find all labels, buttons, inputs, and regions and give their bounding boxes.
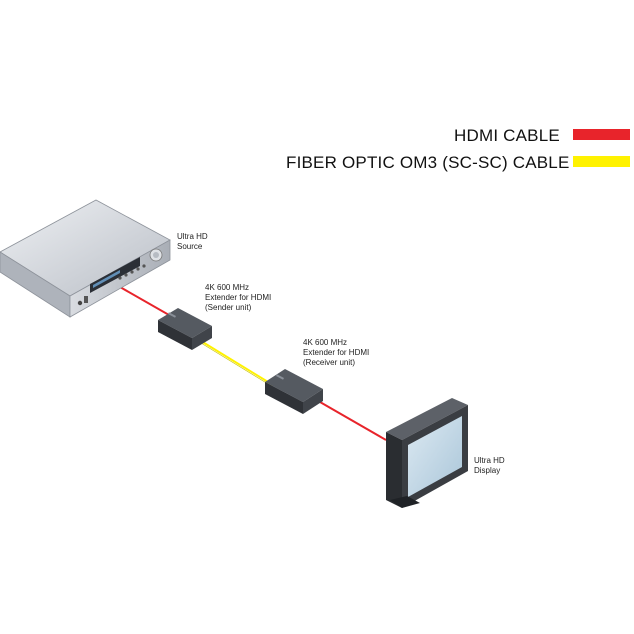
- receiver-extender-icon: [265, 369, 323, 414]
- legend-fiber-label: FIBER OPTIC OM3 (SC-SC) CABLE: [286, 153, 570, 172]
- legend-hdmi-swatch: [573, 129, 630, 140]
- sender-label: 4K 600 MHz Extender for HDMI (Sender uni…: [205, 283, 272, 312]
- sender-extender-icon: [158, 308, 212, 350]
- legend-fiber-swatch: [573, 156, 630, 167]
- source-label: Ultra HD Source: [177, 232, 208, 251]
- receiver-label: 4K 600 MHz Extender for HDMI (Receiver u…: [303, 338, 370, 367]
- display-label: Ultra HD Display: [474, 456, 505, 475]
- fiber-cable-sender-receiver: [200, 340, 274, 386]
- fiber-cable-sender-receiver-edge: [200, 342, 274, 388]
- legend-hdmi-label: HDMI CABLE: [454, 126, 560, 145]
- hdmi-cable-receiver-display: [319, 401, 387, 441]
- av-receiver-icon: [0, 199, 171, 318]
- tv-monitor-icon: [386, 398, 468, 508]
